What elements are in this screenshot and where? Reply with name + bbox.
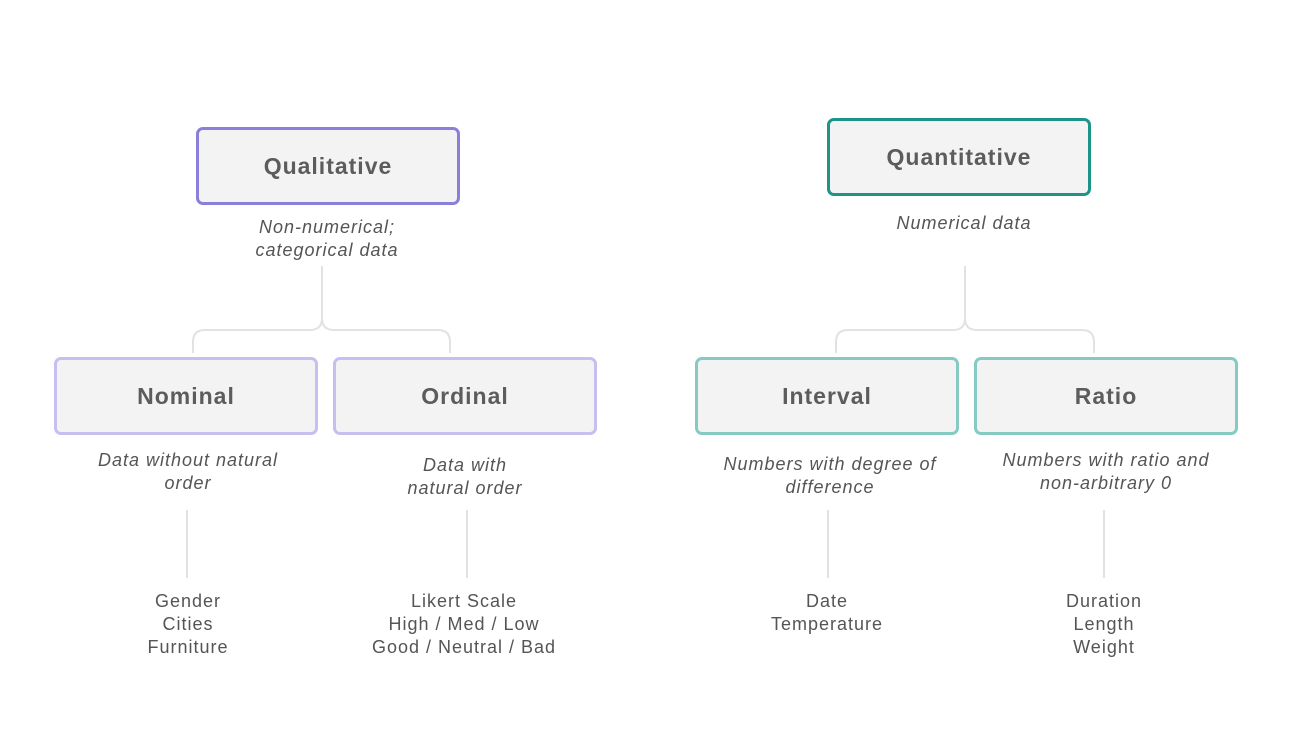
example-item: High / Med / Low xyxy=(388,614,540,634)
example-item: Weight xyxy=(1073,637,1135,657)
nominal-examples: Gender Cities Furniture xyxy=(88,590,288,659)
example-item: Likert Scale xyxy=(410,591,518,611)
quantitative-description-text: Numerical data xyxy=(896,213,1032,233)
qualitative-description: Non-numerical; categorical data xyxy=(217,216,437,262)
interval-description: Numbers with degree of difference xyxy=(705,453,955,499)
ratio-box: Ratio xyxy=(974,357,1238,435)
example-item: Good / Neutral / Bad xyxy=(371,637,557,657)
qualitative-branch-connector xyxy=(192,266,451,353)
ordinal-examples: Likert Scale High / Med / Low Good / Neu… xyxy=(344,590,584,659)
quantitative-box: Quantitative xyxy=(827,118,1091,196)
ordinal-description-text: Data with natural order xyxy=(407,455,523,498)
ordinal-description: Data with natural order xyxy=(390,454,540,500)
example-item: Furniture xyxy=(147,637,229,657)
example-item: Temperature xyxy=(770,614,884,634)
example-item: Length xyxy=(1073,614,1135,634)
qualitative-box: Qualitative xyxy=(196,127,460,205)
example-item: Gender xyxy=(154,591,222,611)
example-item: Cities xyxy=(162,614,214,634)
nominal-box: Nominal xyxy=(54,357,318,435)
ordinal-box: Ordinal xyxy=(333,357,597,435)
interval-description-text: Numbers with degree of difference xyxy=(723,454,937,497)
example-item: Date xyxy=(805,591,849,611)
quantitative-description: Numerical data xyxy=(854,212,1074,235)
ratio-examples: Duration Length Weight xyxy=(1004,590,1204,659)
example-item: Duration xyxy=(1065,591,1143,611)
qualitative-description-text: Non-numerical; categorical data xyxy=(255,217,399,260)
interval-box: Interval xyxy=(695,357,959,435)
ratio-description: Numbers with ratio and non-arbitrary 0 xyxy=(984,449,1228,495)
ratio-description-text: Numbers with ratio and non-arbitrary 0 xyxy=(1002,450,1210,493)
nominal-description-text: Data without natural order xyxy=(97,450,279,493)
quantitative-branch-connector xyxy=(835,266,1095,353)
interval-examples: Date Temperature xyxy=(727,590,927,636)
nominal-description: Data without natural order xyxy=(80,449,296,495)
